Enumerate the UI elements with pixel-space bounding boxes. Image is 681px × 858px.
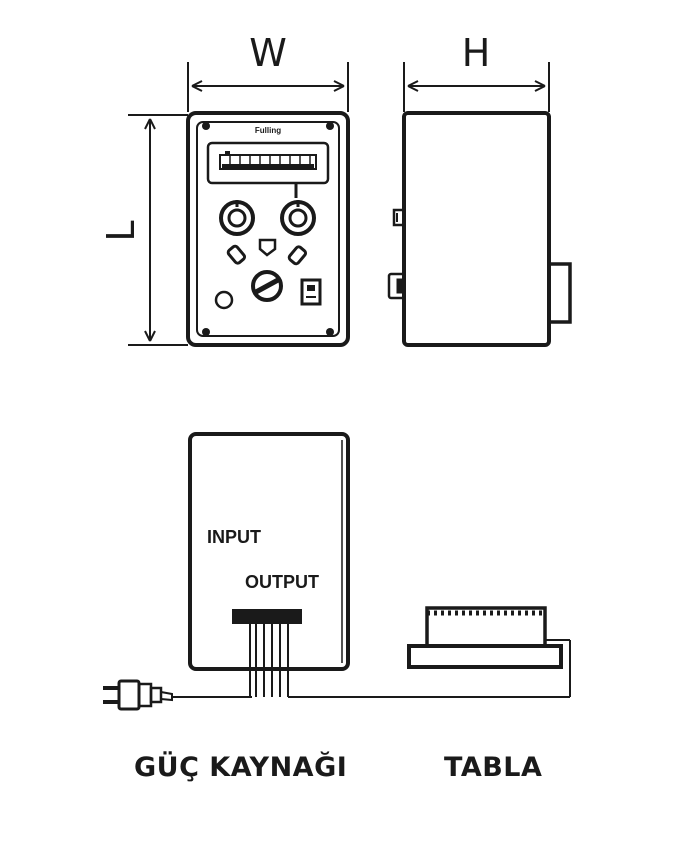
front-view: Fulling (186, 111, 350, 347)
screw-icon (326, 328, 334, 336)
table-caption: TABLA (444, 752, 543, 783)
brand-text: Fulling (255, 126, 281, 135)
heating-table (407, 606, 563, 669)
switch-icon (300, 278, 322, 306)
length-dimension (128, 114, 188, 346)
length-label: L (99, 220, 143, 241)
screw-icon (202, 122, 210, 130)
screw-icon (202, 328, 210, 336)
output-terminal-block (232, 609, 302, 624)
screw-icon (326, 122, 334, 130)
central-dial-icon (251, 270, 283, 302)
indicator-left-icon (226, 244, 247, 265)
width-dimension (187, 62, 349, 112)
power-plug-icon (103, 679, 173, 711)
power-supply-box (188, 432, 350, 671)
side-view (387, 111, 572, 347)
height-dimension (403, 62, 550, 112)
output-label: OUTPUT (245, 572, 319, 592)
input-label: INPUT (207, 527, 261, 547)
power-supply-caption: GÜÇ KAYNAĞI (134, 752, 348, 783)
fuse-icon (258, 238, 277, 257)
height-label: H (462, 31, 491, 75)
output-wires (172, 624, 571, 698)
indicator-right-icon (287, 245, 308, 266)
width-label: W (249, 31, 287, 75)
display-window (206, 141, 330, 185)
power-button-icon (214, 290, 234, 310)
left-knob-icon (219, 200, 255, 236)
right-knob-icon (280, 200, 316, 236)
